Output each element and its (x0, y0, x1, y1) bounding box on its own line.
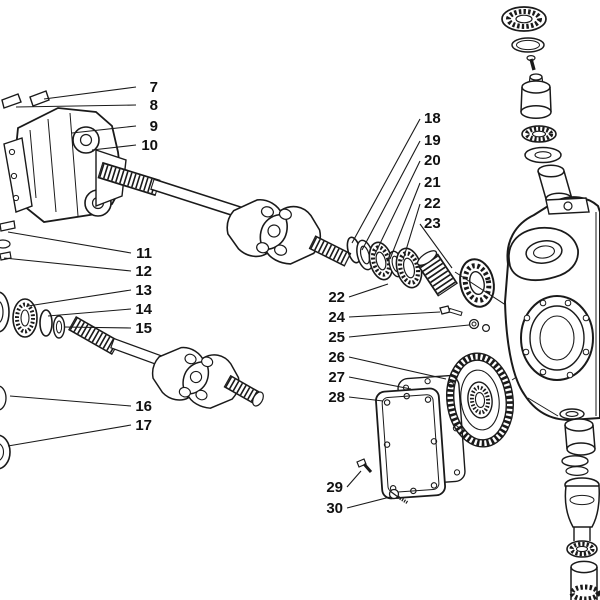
callout-30: 30 (326, 500, 343, 517)
bolt-and-nut (439, 305, 491, 333)
leader-26 (348, 356, 447, 380)
gearbox-housing (503, 196, 600, 422)
leader-lines (3, 86, 470, 509)
leader-13 (27, 289, 132, 307)
front-axle-housing (0, 90, 127, 261)
leader-12 (3, 257, 132, 272)
callout-15: 15 (135, 320, 152, 337)
callout-21: 21 (424, 174, 441, 191)
leader-24 (348, 311, 441, 318)
leader-19 (361, 140, 421, 251)
lower-shaft-assembly (0, 291, 264, 470)
callout-26: 26 (328, 349, 345, 366)
leader-22b (348, 283, 389, 298)
shaft-spline-stub (308, 235, 352, 267)
callout-10: 10 (141, 137, 158, 154)
callout-7: 7 (150, 79, 158, 96)
universal-joint-upper (220, 190, 328, 272)
leader-11 (7, 231, 132, 254)
callout-9: 9 (150, 118, 158, 135)
leader-17 (7, 424, 132, 447)
leader-16 (9, 395, 132, 407)
callout-27: 27 (328, 369, 345, 386)
leader-20 (373, 160, 421, 257)
callout-8: 8 (150, 97, 158, 114)
callout-14: 14 (135, 301, 152, 318)
leader-14 (47, 308, 132, 317)
callout-24: 24 (328, 309, 345, 326)
leader-8 (15, 104, 137, 108)
leader-27 (348, 376, 412, 390)
callout-13: 13 (135, 282, 152, 299)
callout-29: 29 (326, 479, 343, 496)
callout-23: 23 (424, 215, 441, 232)
leader-29 (346, 470, 362, 488)
drive-shaft (97, 161, 248, 222)
leader-23 (419, 223, 453, 269)
plate-bolts (356, 458, 409, 505)
callout-22: 22 (424, 195, 441, 212)
leader-10 (91, 144, 137, 151)
pinion-top-stack (501, 6, 573, 206)
leader-9 (71, 125, 137, 134)
leader-15 (63, 326, 132, 329)
callout-19: 19 (424, 132, 441, 149)
callout-28: 28 (328, 389, 345, 406)
callout-22b: 22 (328, 289, 345, 306)
bearing-and-washer-set (346, 236, 495, 308)
leader-22 (402, 203, 421, 261)
callout-16: 16 (135, 398, 152, 415)
callout-12: 12 (135, 263, 152, 280)
leader-30 (346, 496, 391, 509)
output-bottom-stack (559, 408, 600, 600)
leader-21 (389, 182, 421, 260)
callout-17: 17 (135, 417, 152, 434)
callout-11: 11 (136, 245, 152, 262)
cover-plate (375, 387, 446, 500)
ring-gear (446, 352, 514, 448)
callout-25: 25 (328, 329, 345, 346)
callout-labels: 7 8 9 10 11 12 13 14 15 16 17 18 19 20 2… (135, 79, 440, 517)
callout-18: 18 (424, 110, 441, 127)
callout-20: 20 (424, 152, 441, 169)
leader-25 (348, 324, 470, 338)
leader-7 (43, 86, 137, 100)
leader-28 (348, 396, 384, 402)
leader-18 (351, 118, 421, 244)
